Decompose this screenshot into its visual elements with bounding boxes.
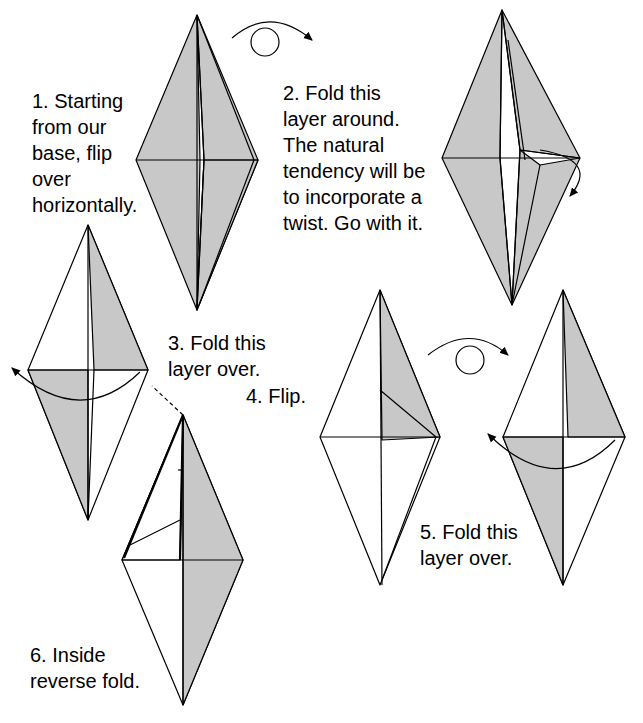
flip-symbol <box>428 339 508 375</box>
step-instruction: 6. Inside reverse fold. <box>30 642 160 694</box>
step-instruction: 3. Fold this layer over. <box>168 330 308 382</box>
twist-diamond <box>442 10 580 305</box>
step-instruction: 2. Fold this layer around. The natural t… <box>283 80 428 236</box>
step-instruction: 4. Flip. <box>246 383 326 409</box>
base-diamond <box>136 15 258 310</box>
fold-diamond <box>12 225 148 520</box>
flip-symbol <box>232 22 312 56</box>
step-instruction: 5. Fold this layer over. <box>420 519 540 571</box>
step-instruction: 1. Starting from our base, flip over hor… <box>32 88 154 218</box>
reverse-fold-diamond <box>122 386 243 705</box>
